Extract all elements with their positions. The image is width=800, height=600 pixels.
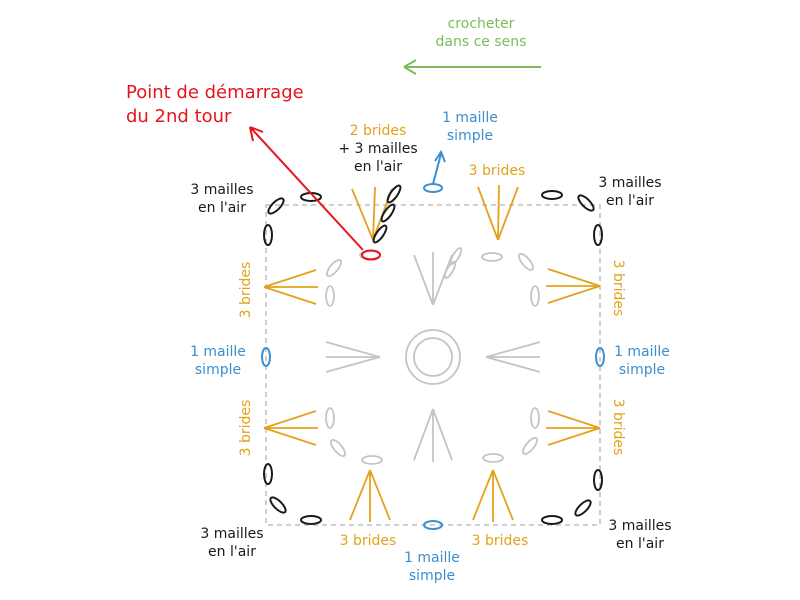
label-corner-tl-2: en l'air bbox=[198, 200, 246, 216]
top-chain bbox=[372, 184, 402, 244]
label-corner-br-1: 3 mailles bbox=[608, 518, 671, 534]
brides-top-right bbox=[477, 184, 519, 241]
corner-chain-tl bbox=[263, 192, 322, 246]
magic-ring-inner bbox=[413, 337, 453, 377]
label-right-brides-top: 3 brides bbox=[610, 260, 626, 317]
label-top-brides-ch-3: en l'air bbox=[354, 159, 402, 175]
label-bottom-sc-1: 1 maille bbox=[404, 550, 460, 566]
start-stitch bbox=[361, 249, 381, 261]
bride-groups bbox=[263, 184, 601, 522]
center-chain-stitches bbox=[325, 250, 540, 465]
label-corner-tr-2: en l'air bbox=[606, 193, 654, 209]
brides-left-top bbox=[263, 269, 318, 305]
label-corner-br-2: en l'air bbox=[616, 536, 664, 552]
corner-chain-tr bbox=[541, 190, 603, 246]
corner-chain-br bbox=[541, 469, 603, 525]
direction-label-line2: dans ce sens bbox=[436, 34, 527, 50]
label-top-sc-2: simple bbox=[447, 128, 493, 144]
sc-top bbox=[423, 183, 443, 193]
direction-arrow bbox=[403, 59, 541, 75]
label-top-brides-ch-2: + 3 mailles bbox=[338, 141, 417, 157]
label-top-brides-ch-1: 2 brides bbox=[350, 123, 407, 139]
label-bottom-sc-2: simple bbox=[409, 568, 455, 584]
brides-bottom-right bbox=[472, 469, 514, 522]
start-marker bbox=[249, 126, 381, 261]
sc-top-arrow bbox=[432, 149, 446, 185]
label-right-sc-1: 1 maille bbox=[614, 344, 670, 360]
direction-label-line1: crocheter bbox=[448, 16, 515, 32]
label-top-sc-1: 1 maille bbox=[442, 110, 498, 126]
start-label-line2: du 2nd tour bbox=[126, 106, 232, 127]
center-brides-left bbox=[325, 341, 381, 373]
label-left-brides-top: 3 brides bbox=[238, 262, 254, 319]
brides-right-bottom bbox=[546, 410, 601, 446]
label-left-sc-2: simple bbox=[195, 362, 241, 378]
label-corner-tl-1: 3 mailles bbox=[190, 182, 253, 198]
label-corner-tr-1: 3 mailles bbox=[598, 175, 661, 191]
chain-stitches bbox=[263, 184, 603, 525]
magic-ring-outer bbox=[405, 329, 461, 385]
label-bottom-brides-left: 3 brides bbox=[340, 533, 397, 549]
corner-chain-bl bbox=[263, 463, 322, 525]
center-brides-right bbox=[485, 341, 541, 373]
label-bottom-brides-right: 3 brides bbox=[472, 533, 529, 549]
sc-bottom bbox=[423, 520, 443, 530]
sc-left bbox=[261, 347, 271, 367]
label-top-right-brides: 3 brides bbox=[469, 163, 526, 179]
center-brides-bottom bbox=[413, 408, 453, 462]
label-right-sc-2: simple bbox=[619, 362, 665, 378]
start-arrow bbox=[249, 126, 364, 251]
labels: crocheter dans ce sens Point de démarrag… bbox=[126, 16, 672, 584]
center-brides-top bbox=[413, 247, 463, 306]
label-right-brides-bottom: 3 brides bbox=[610, 399, 626, 456]
brides-bottom-left bbox=[349, 469, 391, 522]
label-left-sc-1: 1 maille bbox=[190, 344, 246, 360]
label-corner-bl-2: en l'air bbox=[208, 544, 256, 560]
first-round bbox=[325, 247, 541, 465]
label-corner-bl-1: 3 mailles bbox=[200, 526, 263, 542]
brides-right-top bbox=[546, 268, 601, 304]
brides-left-bottom bbox=[263, 410, 318, 446]
single-crochets bbox=[261, 149, 605, 530]
label-left-brides-bottom: 3 brides bbox=[238, 400, 254, 457]
start-label-line1: Point de démarrage bbox=[126, 82, 304, 103]
sc-right bbox=[595, 347, 605, 367]
